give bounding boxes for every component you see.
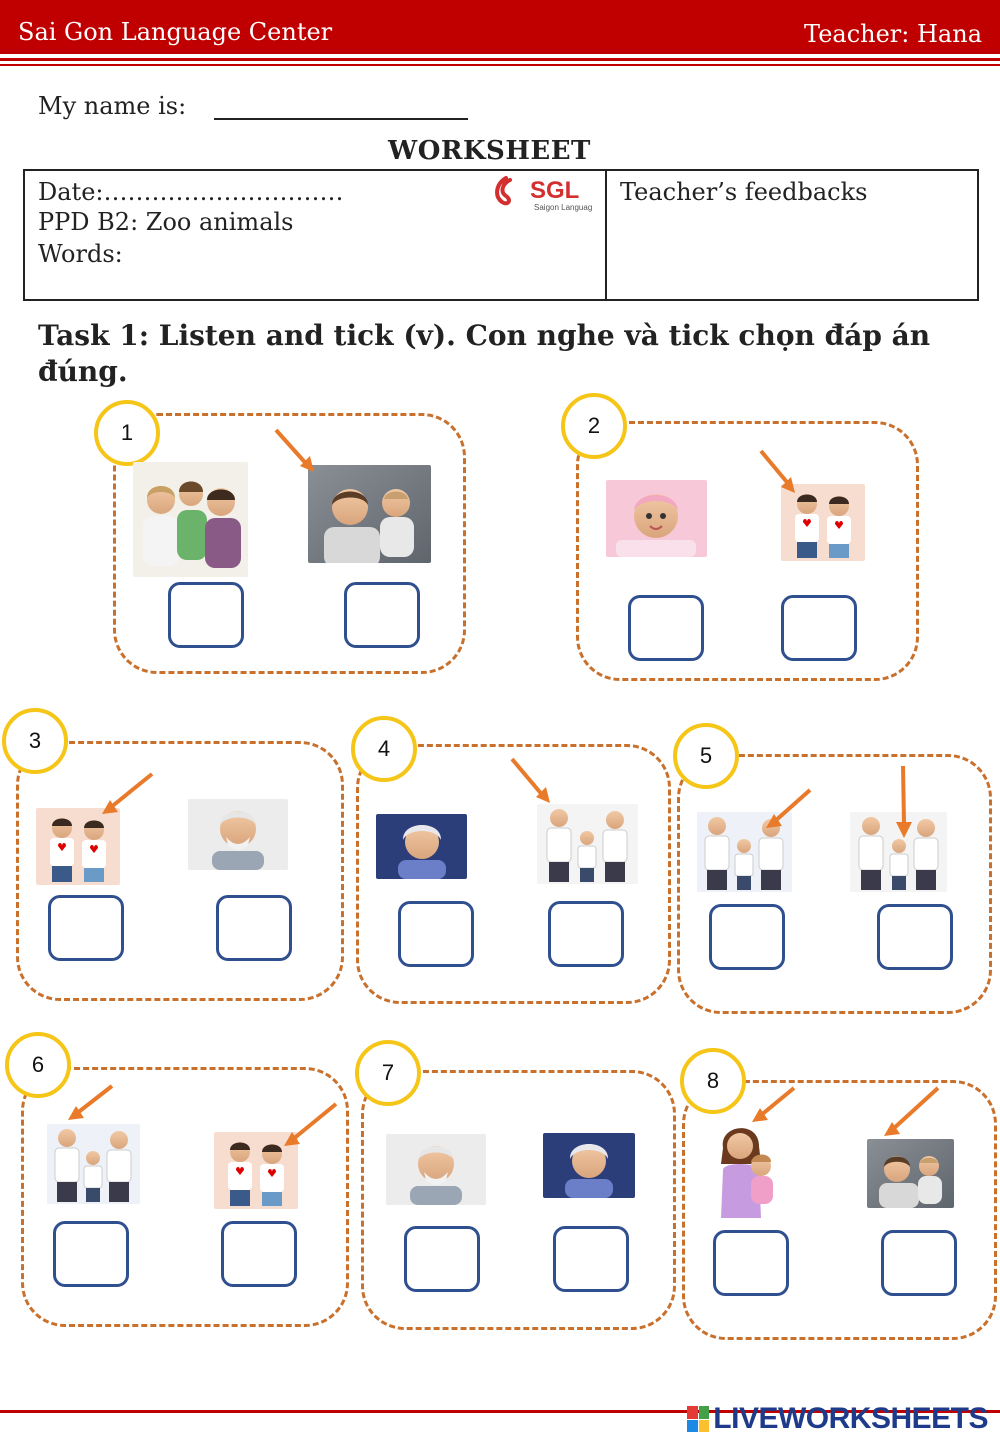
arrow-icon [274,428,314,472]
mother-and-child-cartoon [713,1118,781,1218]
feedback-label: Teacher’s feedbacks [620,178,868,206]
family-tshirts-photo [537,804,638,884]
name-label: My name is: [38,92,187,120]
question-number-3: 3 [2,708,68,774]
question-group-8 [682,1080,997,1340]
arrow-icon [759,449,795,493]
brand-text: LIVEWORKSHEETS [713,1402,988,1435]
tick-box-2b[interactable] [781,595,857,661]
date-field: Date:………………………… [38,178,344,206]
question-group-1 [113,413,466,674]
center-name: Sai Gon Language Center [18,18,333,46]
name-field[interactable] [214,118,468,120]
words-label: Words: [38,240,123,268]
logo-subtext: Saigon Language [534,203,592,212]
question-group-4 [356,744,671,1004]
arrow-icon [766,788,812,828]
tick-box-5b[interactable] [877,904,953,970]
info-divider [605,169,607,299]
tick-box-4b[interactable] [548,901,624,967]
arrow-icon [68,1084,114,1120]
page-title: WORKSHEET [388,136,591,166]
arrow-icon [510,757,550,803]
arrow-icon [896,765,912,838]
father-and-baby-photo [308,465,431,563]
family-photo [133,462,248,577]
baby-photo [606,480,707,557]
tick-box-4a[interactable] [398,901,474,967]
question-number-7: 7 [355,1040,421,1106]
question-group-5 [677,754,992,1014]
arrow-icon [752,1086,796,1122]
brother-and-sister-photo [214,1132,298,1209]
question-number-1: 1 [94,400,160,466]
question-number-8: 8 [680,1048,746,1114]
family-tshirts-photo [697,812,792,892]
question-number-4: 4 [351,716,417,782]
header-divider [0,58,1000,61]
question-group-2 [576,421,919,681]
brother-and-sister-photo [781,484,865,561]
grandmother-photo [376,814,467,879]
header-divider-thin [0,64,1000,66]
tick-box-6a[interactable] [53,1221,129,1287]
tick-box-8a[interactable] [713,1230,789,1296]
grandfather-photo [386,1134,486,1205]
teacher-name: Teacher: Hana [804,20,982,48]
question-number-6: 6 [5,1032,71,1098]
tick-box-3b[interactable] [216,895,292,961]
tick-box-7b[interactable] [553,1226,629,1292]
arrow-icon [284,1102,338,1146]
tick-box-3a[interactable] [48,895,124,961]
question-group-6 [21,1067,349,1327]
tick-box-7a[interactable] [404,1226,480,1292]
question-group-3 [16,741,344,1001]
logo-text: SGL [530,177,579,204]
grandmother-photo [543,1133,635,1198]
tick-box-8b[interactable] [881,1230,957,1296]
family-tshirts-photo [47,1124,140,1204]
footer-divider [0,1410,1000,1413]
liveworksheets-logo: LIVEWORKSHEETS [687,1402,988,1436]
tick-box-1b[interactable] [344,582,420,648]
liveworksheets-icon [687,1406,710,1432]
task-instructions: Task 1: Listen and tick (v). Con nghe và… [38,319,931,388]
info-box [23,169,979,301]
question-number-5: 5 [673,723,739,789]
page-header: Sai Gon Language Center Teacher: Hana [0,0,1000,54]
sgl-logo: SGL Saigon Language [495,176,592,212]
tick-box-1a[interactable] [168,582,244,648]
arrow-icon [884,1086,940,1136]
tick-box-5a[interactable] [709,904,785,970]
father-and-baby-photo [867,1139,954,1208]
brother-and-sister-photo [36,808,120,885]
question-group-7 [361,1070,676,1330]
lesson-title: PPD B2: Zoo animals [38,208,294,236]
tick-box-6b[interactable] [221,1221,297,1287]
tick-box-2a[interactable] [628,595,704,661]
question-number-2: 2 [561,393,627,459]
arrow-icon [102,772,154,814]
grandfather-photo [188,799,288,870]
